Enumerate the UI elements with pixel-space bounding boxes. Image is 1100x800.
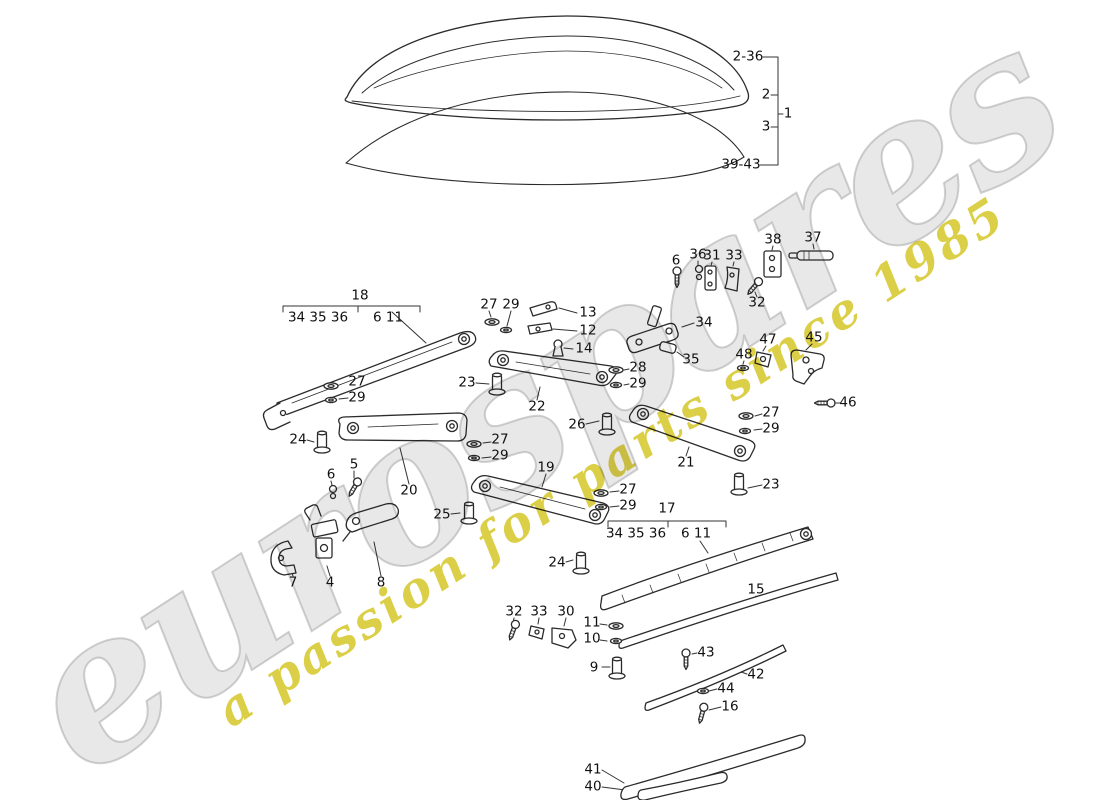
handle-8 <box>342 502 400 542</box>
headliner-outline <box>345 91 745 186</box>
plate-38 <box>763 250 782 278</box>
bolt-37 <box>788 250 834 261</box>
pin-24a <box>313 430 331 454</box>
seal-41 <box>620 734 806 800</box>
washer-27e <box>738 412 754 420</box>
tension-bow-20 <box>338 412 468 442</box>
front-bow-17 <box>599 526 814 611</box>
pin-9 <box>608 656 626 680</box>
washer-29d <box>594 503 608 511</box>
screw-5 <box>345 475 364 499</box>
part-12 <box>527 322 553 335</box>
rod-40 <box>637 771 728 800</box>
strip-42 <box>644 644 787 711</box>
washer-6b <box>328 484 338 500</box>
clip-13 <box>529 301 558 317</box>
screw-43 <box>681 648 691 671</box>
part-14 <box>552 339 564 357</box>
pin-23b <box>730 472 748 496</box>
center-rail-21 <box>628 404 756 462</box>
washer-27b <box>323 382 339 390</box>
pin-26 <box>598 412 616 436</box>
pin-25 <box>460 501 478 525</box>
washer-48 <box>736 364 750 372</box>
hinge-34 <box>626 305 679 354</box>
center-rail-19 <box>470 474 610 525</box>
washer-29e <box>738 427 752 435</box>
bracket-30 <box>551 627 577 649</box>
plate-31 <box>704 265 717 291</box>
washer-27c <box>466 440 482 448</box>
bracket-47 <box>754 351 772 368</box>
screw-32b <box>505 618 522 642</box>
part-35 <box>659 341 677 354</box>
center-rail-22 <box>488 350 618 387</box>
side-rail-18 <box>262 330 477 431</box>
screw-46 <box>813 398 836 408</box>
washer-29c <box>467 454 481 462</box>
washer-29f <box>609 381 623 389</box>
bracket-7 <box>270 540 297 576</box>
washer-36a <box>694 264 704 281</box>
strip-15 <box>618 572 839 649</box>
bracket-45 <box>790 349 825 385</box>
clip-33b <box>528 625 545 640</box>
screw-16 <box>695 701 710 725</box>
washer-29b <box>324 396 338 404</box>
washer-44 <box>696 687 710 695</box>
screw-6a <box>672 266 682 289</box>
convertible-top-cover <box>344 15 750 121</box>
clip-33a <box>724 266 740 292</box>
pin-24b <box>572 551 590 575</box>
washer-27a <box>484 318 500 326</box>
washer-10 <box>609 637 623 645</box>
screw-32a <box>744 275 765 298</box>
washer-27d <box>593 489 609 497</box>
latch-4 <box>304 504 339 559</box>
washer-11 <box>608 622 624 630</box>
pin-23a <box>488 372 506 396</box>
washer-28 <box>608 366 624 374</box>
washer-29a <box>499 326 513 334</box>
